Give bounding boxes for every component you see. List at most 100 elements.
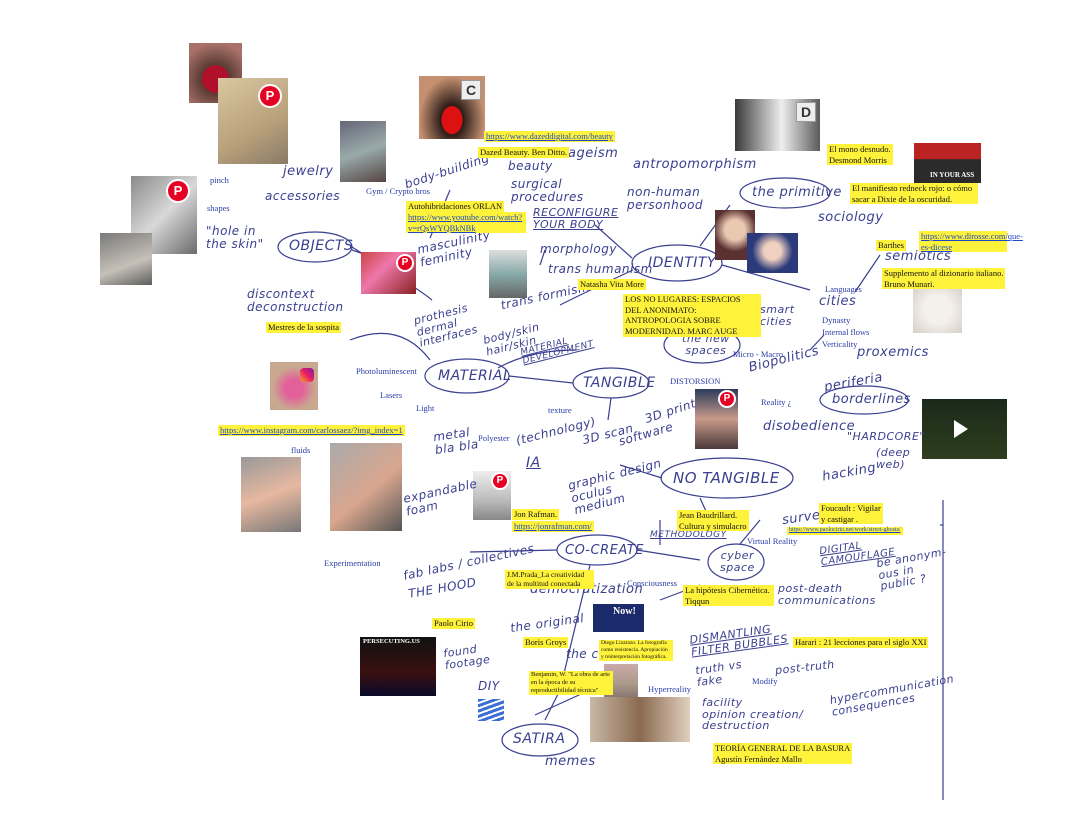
democracy-now-image[interactable] [593,604,644,632]
objects-node[interactable]: OBJECTS [289,238,354,254]
in-your-ass-text: IN YOUR ASS [930,171,975,179]
diy-text: DIY [478,679,500,693]
lizarazo-ref: Diego Lizarazo. La fotografía como resis… [599,640,673,661]
barthes-ref: Barthes [876,240,906,251]
satira-node[interactable]: SATIRA [513,731,566,747]
antropomorphism-text: antropomorphism [633,157,757,172]
basura-ref: TEORÍA GENERAL DE LA BASURA Agustín Fern… [713,743,853,765]
now-title: Now! [613,606,636,617]
c-card-icon: C [461,80,481,100]
distorsion-label: DISTORSION [670,376,721,386]
identity-node[interactable]: IDENTITY [648,255,717,271]
gym-label: Gym / Crypto bros [366,186,430,196]
morphology-text: morphology [540,242,617,256]
material-node[interactable]: MATERIAL [438,368,512,384]
borderlines-node[interactable]: borderlines [832,392,911,407]
tiqqun-ref: La hipótesis Cibernética. Tiqqun [683,585,774,607]
the-new-spaces-node[interactable]: the new spaces [682,332,730,357]
virtual-reality-label: Virtual Reality [747,536,798,546]
groys-ref: Boris Groys [523,637,569,648]
polyester-label: Polyester [478,433,510,443]
pinterest-icon: P [168,181,188,201]
disobedience-text: disobedience [763,419,856,434]
cities-text: cities [819,294,857,309]
identity-ellipse [631,244,723,282]
texture-label: texture [548,405,572,415]
discontext-text: discontext deconstruction [247,287,344,314]
pinch-label: pinch [210,175,229,185]
claw-sculpture-image[interactable] [100,233,152,285]
smart-cities-text: smart cities [760,303,795,328]
satira-ellipse [501,723,579,757]
modify-label: Modify [752,676,778,686]
light-label: Light [416,403,435,413]
cirio-ref: Paolo Cirio [432,618,475,629]
play-icon[interactable] [954,420,968,438]
borderlines-ellipse [819,385,909,415]
proxemics-text: proxemics [857,345,929,360]
non-human-personhood-text: non-human personhood [627,185,704,212]
hyperreality-label: Hyperreality [648,684,691,694]
selfie-collage-image[interactable] [590,697,690,742]
hand-fluid-image-2[interactable] [330,443,402,531]
tangible-node[interactable]: TANGIBLE [583,375,656,391]
jewelry-text: jewelry [283,164,334,179]
dazed-beauty-ref: Dazed Beauty. Ben Ditto. [478,147,570,158]
orlan-link[interactable]: https://www.youtube.com/watch?v=rQsWYQBk… [406,212,526,234]
transhuman-figure-image[interactable] [489,250,527,298]
pinterest-icon: P [398,256,412,270]
auge-ref: LOS NO LUGARES: ESPACIOS DEL ANONIMATO: … [623,294,761,337]
cyber-space-ellipse [707,543,765,581]
arm-gesture-image[interactable] [913,286,962,333]
cyber-space-node[interactable]: cyber space [720,549,755,574]
baudrillard-ref: Jean Baudrillard. Cultura y simulacro [677,510,749,532]
benjamin-ref: Benjamin, W. "La obra de arte en la époc… [529,671,613,696]
verticality-label: Verticality [822,339,858,349]
co-create-node[interactable]: CO-CREATE [565,543,644,558]
munari-ref: Supplemento al dizionario italiano. Brun… [882,268,1006,290]
ageism-text: ageism [568,146,619,161]
primitive-ellipse [739,177,831,209]
the-primitive-node[interactable]: the primitive [752,185,842,200]
shapes-label: shapes [207,203,230,213]
semiotics-text: semiotics [885,249,952,264]
consciousness-label: Consciousness [627,578,678,588]
ia-text: IA [526,455,541,471]
redneck-image[interactable] [914,143,981,183]
persecuting-title: PERSECUTING.US [363,638,420,645]
trans-humanism-text: trans humanism [548,262,653,276]
foucault-ref: Foucault : Vigilar y castigar . [819,503,883,525]
mono-ref: El mono desnudo. Desmond Morris [827,144,893,166]
redneck-ref: El manifiesto redneck rojo: o cómo sacar… [850,183,978,205]
fluids-label: fluids [291,445,311,455]
dazed-link[interactable]: https://www.dazeddigital.com/beauty [484,131,615,142]
pinterest-icon: P [260,86,280,106]
hand-fluid-image-1[interactable] [241,457,301,532]
pinterest-icon: P [493,474,507,488]
post-death-text: post-death communications [778,582,876,607]
hole-in-the-skin-text: "hole in the skin" [206,224,264,251]
diy-stamp-image[interactable] [478,699,504,721]
deep-web-text: (deep web) [876,446,911,471]
identity-portrait-2[interactable] [747,233,798,273]
persecuting-us-image[interactable] [360,637,436,696]
reality-label: Reality ¿ [761,397,792,407]
rafman-link[interactable]: https://jonrafman.com/ [512,521,594,532]
micro-macro-label: Micro - Macro [733,349,784,359]
prada-ref: J.M.Prada_La creatividad de la multitud … [505,570,594,589]
dynasty-label: Dynasty [822,315,851,325]
methodology-text: METHODOLOGY [650,530,727,540]
no-tangible-node[interactable]: NO TANGIBLE [673,469,780,487]
gym-car-image[interactable] [340,121,386,182]
photoluminescent-label: Photoluminescent [356,366,417,376]
instagram-link[interactable]: https://www.instagram.com/carlossaez/?im… [218,425,405,436]
experimentation-label: Experimentation [324,558,381,568]
beauty-text: beauty [508,159,553,173]
pinterest-icon: P [720,392,734,406]
dirosse-link[interactable]: https://www.dirosse.com/que-es-dicese [919,231,1023,253]
surgical-procedures-text: surgical procedures [511,177,584,204]
hardcore-text: "HARDCORE" [847,430,925,443]
lasers-label: Lasers [380,390,403,400]
foucault-link[interactable]: https://www.paolocirio.net/work/street-g… [787,527,903,535]
